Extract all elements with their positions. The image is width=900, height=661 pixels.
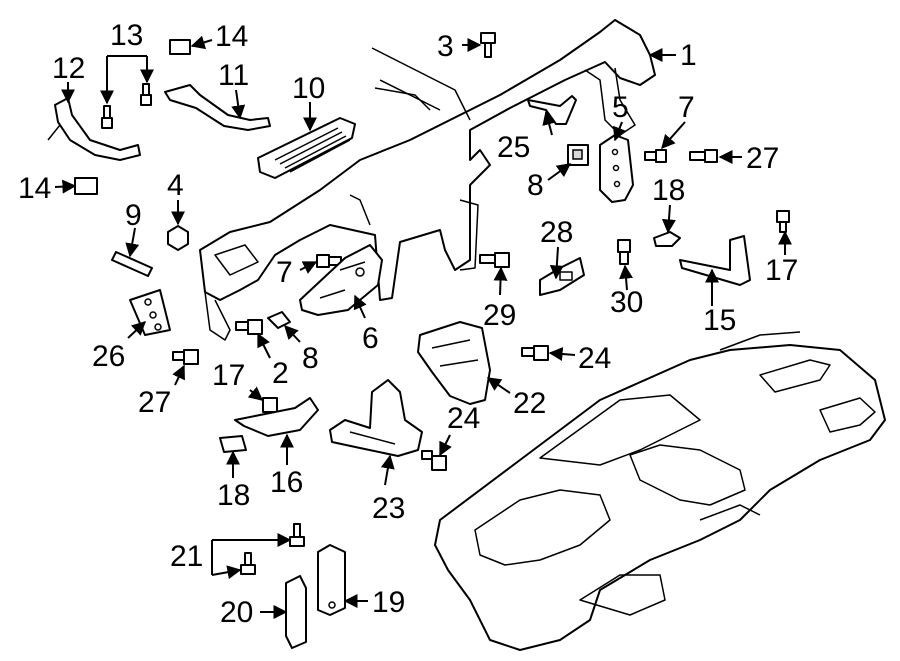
callout-28: 28 (540, 216, 573, 249)
callout-8-upper: 8 (527, 169, 544, 202)
clip-18-right-icon (653, 231, 681, 247)
callout-24-upper: 24 (578, 342, 611, 375)
callout-11: 11 (218, 59, 249, 92)
pin-9-icon (111, 251, 153, 277)
cross-car-beam (199, 19, 656, 341)
bracket-19-icon (317, 544, 346, 616)
bracket-23-icon (329, 379, 423, 457)
bracket-20-icon (285, 575, 307, 649)
bolt-27-upper-icon (689, 149, 718, 163)
bolt-7-upper-icon (644, 149, 667, 163)
callout-3: 3 (437, 30, 454, 63)
callout-27-upper: 27 (746, 142, 779, 175)
callout-7-middle: 7 (276, 256, 293, 289)
callout-1: 1 (680, 39, 697, 72)
screws-13-icon (101, 83, 152, 129)
callout-27-left: 27 (138, 386, 171, 419)
bolt-24-lower-icon (421, 450, 447, 471)
callout-labels: 1 2 3 4 5 6 7 7 8 8 9 10 11 12 13 14 14 … (18, 19, 798, 629)
callout-24-lower: 24 (447, 402, 480, 435)
bracket-22-icon (417, 321, 491, 405)
clip-18-left-icon (219, 435, 247, 453)
callout-26: 26 (92, 340, 125, 373)
bolt-17-right-icon (776, 210, 790, 233)
callout-25: 25 (497, 131, 530, 164)
callout-19: 19 (372, 586, 405, 619)
bolt-7-middle-icon (316, 254, 342, 268)
callout-17-right: 17 (765, 254, 798, 287)
bracket-12-icon (47, 97, 141, 161)
clip-14-upper-icon (169, 39, 191, 55)
callout-16: 16 (270, 466, 303, 499)
clip-8-upper-icon (567, 144, 589, 166)
bracket-5-icon (599, 134, 634, 203)
callout-29: 29 (483, 299, 516, 332)
leader-lines (54, 35, 792, 619)
callout-7-upper: 7 (678, 91, 695, 124)
bracket-28-icon (539, 257, 585, 296)
nut-4-icon (167, 225, 189, 251)
callout-21: 21 (170, 540, 203, 573)
clip-8-middle-icon (267, 311, 291, 329)
callout-13: 13 (110, 19, 143, 52)
callout-12: 12 (52, 52, 85, 85)
callout-14-left: 14 (18, 172, 51, 205)
callout-20: 20 (220, 596, 253, 629)
vent-10-icon (257, 117, 356, 179)
bolt-29-icon (479, 252, 510, 268)
bolt-3-icon (480, 32, 496, 58)
callout-2: 2 (272, 357, 289, 390)
bolt-30-icon (617, 239, 631, 265)
bracket-6-icon (299, 244, 383, 316)
callout-4: 4 (167, 169, 184, 202)
callout-14-upper: 14 (215, 20, 248, 53)
callout-9: 9 (125, 199, 142, 232)
plate-26-icon (129, 289, 171, 336)
stud-21-lower-icon (240, 552, 256, 575)
callout-15: 15 (703, 304, 736, 337)
callout-18-left: 18 (217, 479, 250, 512)
callout-8-middle: 8 (302, 342, 319, 375)
bolt-2-icon (235, 319, 263, 335)
callout-23: 23 (372, 492, 405, 525)
bracket-15-icon (679, 235, 751, 286)
bolt-24-upper-icon (521, 345, 549, 361)
instrument-panel (434, 331, 886, 651)
callout-5: 5 (612, 91, 629, 124)
clip-14-left-icon (74, 177, 98, 195)
callout-22: 22 (513, 387, 546, 420)
callout-6: 6 (362, 322, 379, 355)
callout-10: 10 (292, 72, 325, 105)
bolt-27-left-icon (172, 349, 199, 365)
stud-21-upper-icon (289, 523, 305, 547)
callout-30: 30 (610, 286, 643, 319)
bracket-16-icon (234, 397, 319, 437)
bracket-25-icon (527, 95, 577, 125)
callout-18-right: 18 (652, 174, 685, 207)
callout-17-left: 17 (212, 359, 245, 392)
